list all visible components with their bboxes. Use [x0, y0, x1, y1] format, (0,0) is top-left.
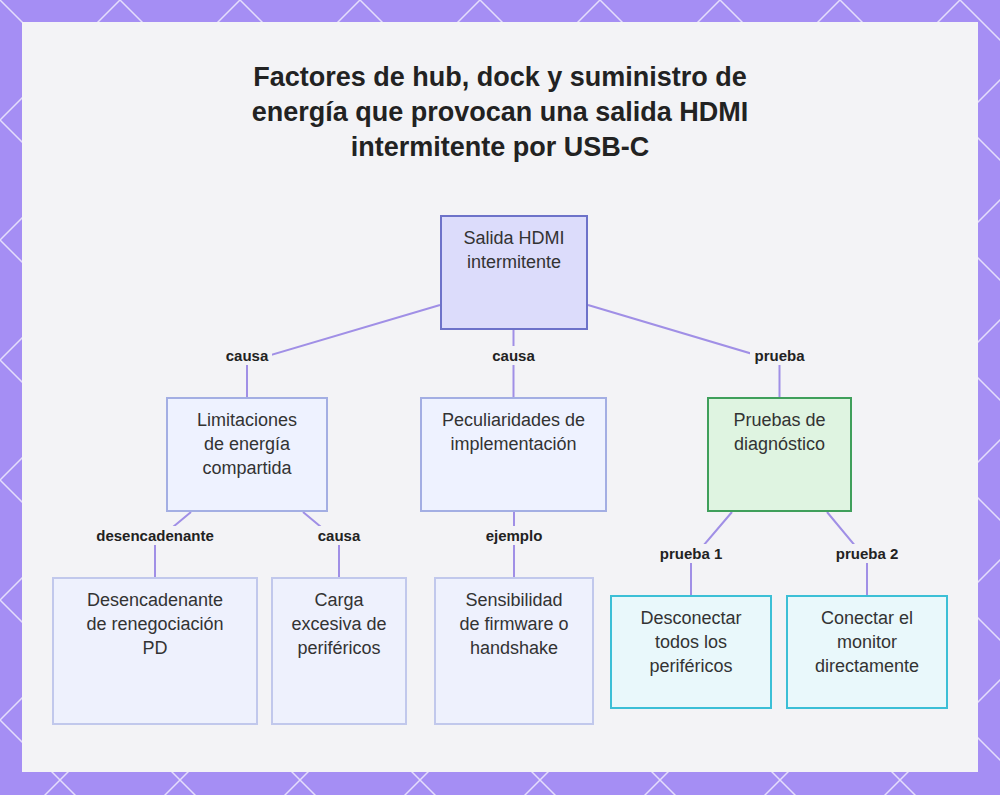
- box-label: Peculiaridades de implementación: [441, 408, 586, 456]
- box-label: Salida HDMI intermitente: [457, 226, 572, 274]
- box-label: Carga excesiva de periféricos: [288, 588, 390, 660]
- edge-label: causa: [488, 346, 539, 365]
- connector: [303, 512, 339, 577]
- title-block: Factores de hub, dock y suministro de en…: [0, 60, 1000, 165]
- box-label: Desconectar todos los periféricos: [635, 606, 747, 678]
- edge-label: causa: [314, 526, 365, 545]
- box-label: Pruebas de diagnóstico: [722, 408, 837, 456]
- process-box: Carga excesiva de periféricos: [271, 577, 407, 725]
- box-content: Conectar el monitor directamente: [788, 597, 946, 678]
- box-content: Peculiaridades de implementación: [422, 399, 605, 456]
- edge-label: ejemplo: [482, 526, 547, 545]
- connector: [247, 305, 440, 397]
- edge-label: desencadenante: [92, 526, 218, 545]
- box-content: Carga excesiva de periféricos: [273, 579, 405, 660]
- process-box: Salida HDMI intermitente: [440, 215, 588, 330]
- process-box: Peculiaridades de implementación: [420, 397, 607, 512]
- box-content: Pruebas de diagnóstico: [709, 399, 850, 456]
- box-content: Desconectar todos los periféricos: [612, 597, 770, 678]
- edge-label: prueba 1: [656, 544, 727, 563]
- process-box: Sensibilidad de firmware o handshake: [434, 577, 594, 725]
- box-label: Desencadenante de renegociación PD: [85, 588, 225, 660]
- process-box: Conectar el monitor directamente: [786, 595, 948, 709]
- panel: [22, 22, 978, 772]
- box-label: Limitaciones de energía compartida: [185, 408, 310, 480]
- edge-label: causa: [222, 346, 273, 365]
- box-label: Sensibilidad de firmware o handshake: [457, 588, 572, 660]
- box-content: Limitaciones de energía compartida: [168, 399, 326, 480]
- connector: [155, 512, 191, 577]
- process-box: Desconectar todos los periféricos: [610, 595, 772, 709]
- edge-label: prueba: [750, 346, 808, 365]
- diagram-title: Factores de hub, dock y suministro de en…: [220, 60, 780, 165]
- box-content: Salida HDMI intermitente: [442, 217, 586, 274]
- box-content: Desencadenante de renegociación PD: [54, 579, 256, 660]
- edge-label: prueba 2: [832, 544, 903, 563]
- connector: [513, 512, 515, 577]
- box-label: Conectar el monitor directamente: [810, 606, 925, 678]
- box-content: Sensibilidad de firmware o handshake: [436, 579, 592, 660]
- process-box: Limitaciones de energía compartida: [166, 397, 328, 512]
- process-box: Pruebas de diagnóstico: [707, 397, 852, 512]
- process-box: Desencadenante de renegociación PD: [52, 577, 258, 725]
